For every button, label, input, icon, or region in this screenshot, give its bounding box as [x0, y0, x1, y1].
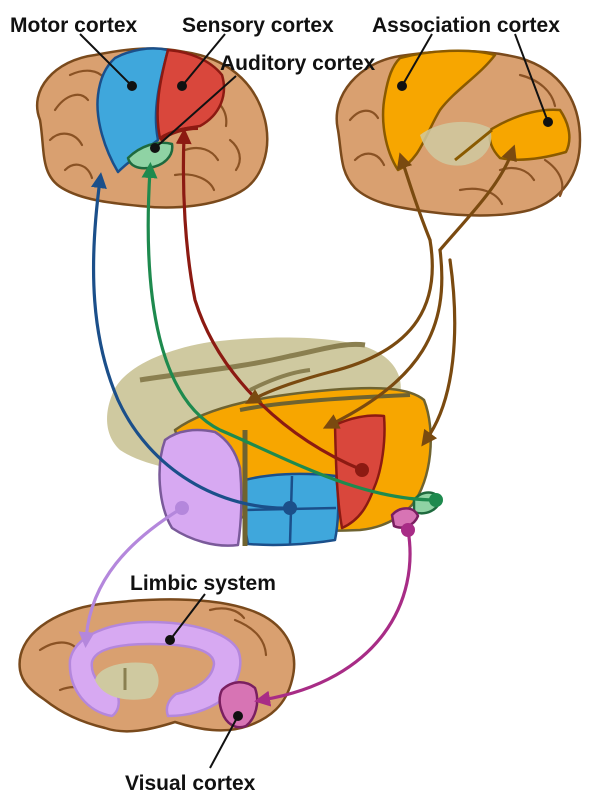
auditory-cortex-label: Auditory cortex — [220, 52, 376, 75]
limbic-system-label: Limbic system — [130, 572, 276, 595]
right-brain — [337, 51, 580, 216]
visual-pathway-node — [401, 523, 415, 537]
association-cortex-label: Association cortex — [372, 14, 560, 37]
sensory-cortex-label: Sensory cortex — [182, 14, 334, 37]
bottom-brain — [20, 599, 295, 731]
auditory-pathway-node — [429, 493, 443, 507]
thalamus — [107, 337, 440, 546]
motor-cortex-label: Motor cortex — [10, 14, 138, 37]
motor-pathway-node — [283, 501, 297, 515]
limbic-pathway-node — [175, 501, 189, 515]
visual-cortex-label: Visual cortex — [125, 772, 256, 795]
sensory-pathway-node — [355, 463, 369, 477]
